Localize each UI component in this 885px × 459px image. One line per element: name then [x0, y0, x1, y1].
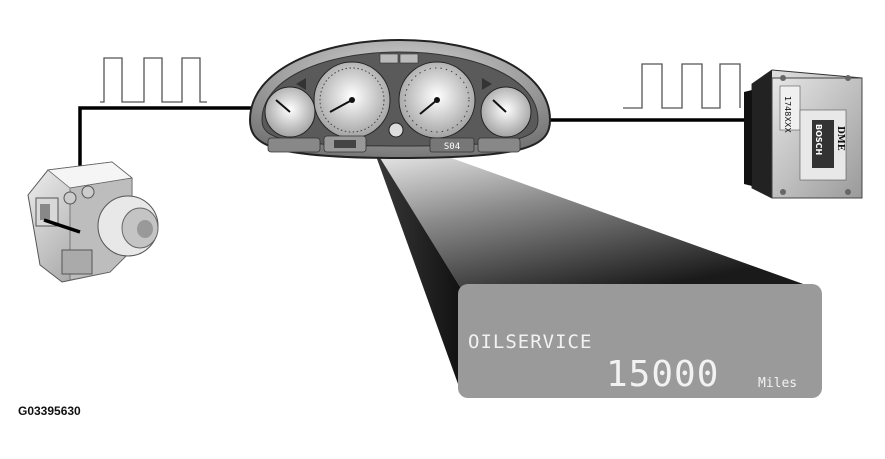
lcd-unit: Miles: [758, 376, 797, 391]
abs-modulator-icon: [27, 161, 159, 283]
figure-id: G03395630: [18, 404, 81, 418]
signal-wave-right: [623, 63, 741, 109]
signal-wave-left: [100, 57, 207, 103]
dme-label: DME: [835, 126, 845, 151]
instrument-cluster-icon: S04: [248, 38, 552, 160]
cluster-odometer-display: [429, 137, 475, 153]
lcd-label: OILSERVICE: [468, 331, 592, 353]
dme-part-number: 1748XXX: [783, 96, 792, 133]
dme-brand: BOSCH: [814, 124, 823, 155]
lcd-value: 15000: [606, 354, 719, 395]
square-wave-signal-icon: [100, 57, 741, 109]
cluster-odometer-text: S04: [444, 142, 460, 152]
dme-control-module-icon: 1748XXX BOSCH DME: [744, 69, 863, 199]
display-magnifier-beam: [372, 145, 820, 395]
lcd-display: OILSERVICE 15000 Miles: [458, 284, 822, 398]
